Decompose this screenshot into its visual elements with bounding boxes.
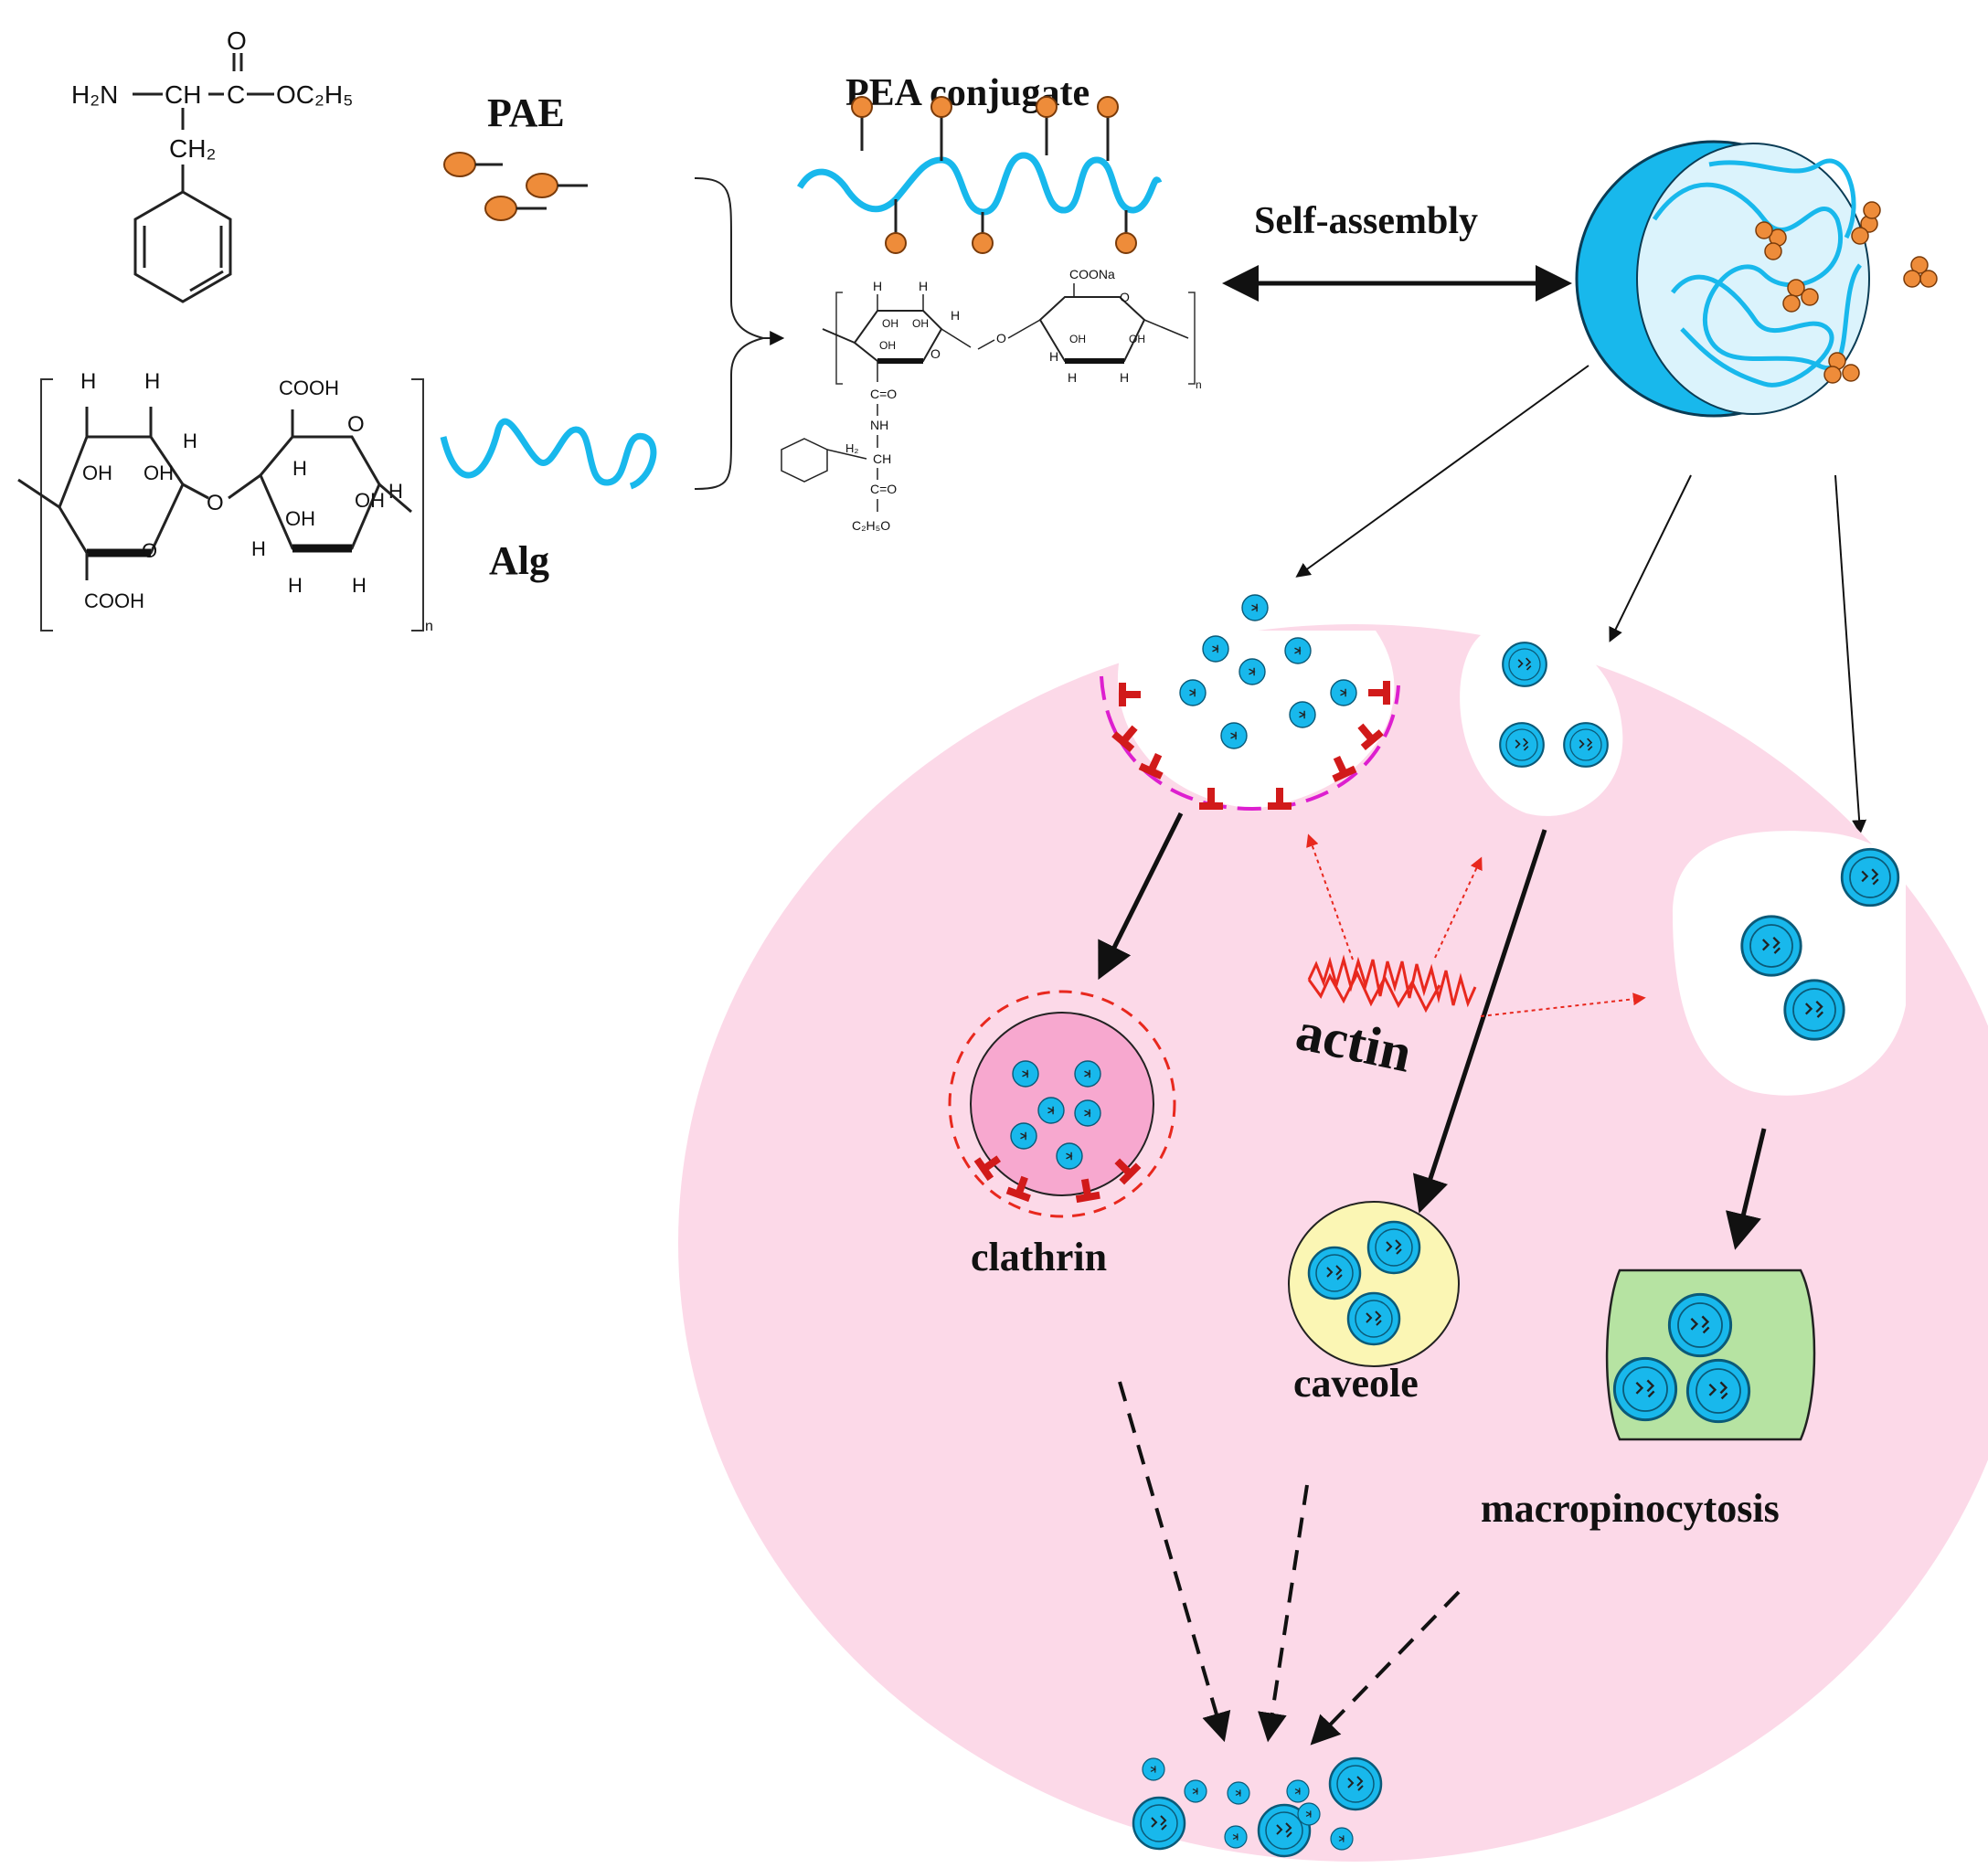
macropinocytosis-label: macropinocytosis bbox=[1481, 1486, 1780, 1531]
pae-molecule-icons bbox=[443, 152, 588, 221]
alg-cooh-label: COOH bbox=[84, 589, 144, 612]
bond bbox=[17, 478, 60, 509]
conj-h-label: H bbox=[1049, 349, 1058, 364]
micelle-nanoparticle bbox=[1575, 140, 1938, 418]
alg-structure: H H OH OH H O COOH O COOH O H OH OH H H … bbox=[17, 369, 433, 634]
alg-h-label: H bbox=[292, 457, 307, 480]
conj-h-label: H bbox=[873, 279, 882, 293]
pae-ester-label: OC₂H₅ bbox=[276, 80, 353, 109]
bracket-left bbox=[40, 378, 53, 632]
conj-co-label: C=O bbox=[870, 387, 897, 401]
pae-ch2-label: CH₂ bbox=[169, 134, 216, 163]
conj-o-label: O bbox=[996, 331, 1006, 345]
pea-conjugate-structure: H H OH OH OH O H O COONa O OH OH H H H n… bbox=[781, 267, 1202, 533]
caveole-label: caveole bbox=[1293, 1361, 1419, 1406]
alg-o-label: O bbox=[347, 412, 365, 437]
bond bbox=[189, 270, 224, 292]
conj-h2-label: H₂ bbox=[845, 441, 858, 455]
release-arrow bbox=[1258, 1484, 1309, 1743]
alg-o-label: O bbox=[207, 491, 224, 515]
bond bbox=[228, 473, 261, 500]
pathway-arrow bbox=[1834, 474, 1867, 835]
pae-label: PAE bbox=[487, 90, 565, 135]
pae-bead bbox=[526, 173, 558, 198]
pae-carbonyl-o-label: O bbox=[227, 27, 247, 55]
bond bbox=[378, 483, 412, 514]
conj-ch-label: CH bbox=[873, 451, 891, 466]
conj-h-label: H bbox=[951, 308, 960, 323]
actin-arrow bbox=[1480, 992, 1646, 1017]
pae-amine-label: H₂N bbox=[71, 80, 118, 109]
clathrin-coated-vesicle bbox=[948, 990, 1176, 1218]
conj-oh-label: OH bbox=[1069, 333, 1086, 345]
pae-bead bbox=[851, 96, 873, 118]
conj-h-label: H bbox=[1068, 370, 1077, 385]
actin-arrow bbox=[1434, 856, 1483, 959]
conj-oh-label: OH bbox=[879, 339, 896, 352]
alg-oh-label: OH bbox=[82, 462, 112, 484]
macropinocytosis-pit bbox=[1673, 831, 1906, 1096]
bracket-right bbox=[411, 378, 424, 632]
pae-bead bbox=[885, 232, 907, 254]
alg-label: Alg bbox=[489, 538, 549, 583]
release-arrow bbox=[1118, 1381, 1231, 1743]
alg-h-label: H bbox=[288, 574, 303, 597]
alg-oh-label: OH bbox=[144, 462, 174, 484]
conj-ester-label: C₂H₅O bbox=[852, 518, 890, 533]
caveole-arrow bbox=[1412, 829, 1547, 1214]
caveole-vesicle bbox=[1288, 1201, 1460, 1367]
bond bbox=[182, 483, 209, 500]
conj-oh-label: OH bbox=[912, 317, 929, 330]
pea-conjugate-chain-icon bbox=[796, 96, 1163, 254]
conj-n-label: n bbox=[1196, 378, 1202, 391]
pae-ch-label: CH bbox=[165, 80, 201, 109]
alg-h-label: H bbox=[251, 537, 266, 560]
pae-bead bbox=[930, 96, 952, 118]
benzene-ring bbox=[133, 190, 232, 303]
alg-oh-label: OH bbox=[285, 507, 315, 530]
alg-o-label: O bbox=[142, 539, 157, 562]
conj-coona-label: COONa bbox=[1069, 267, 1115, 281]
alg-h-label: H bbox=[144, 369, 160, 394]
caveole-pit bbox=[1460, 631, 1623, 816]
conj-h-label: H bbox=[1120, 370, 1129, 385]
conj-h-label: H bbox=[919, 279, 928, 293]
clathrin-pit bbox=[1100, 594, 1400, 812]
alginate-chain-icon bbox=[440, 418, 657, 490]
conj-oh-label: OH bbox=[882, 317, 898, 330]
pae-bead bbox=[1115, 232, 1137, 254]
clathrin-arrow bbox=[1098, 812, 1184, 981]
alg-oh-label: OH bbox=[355, 489, 385, 512]
conj-o-label: O bbox=[930, 346, 941, 361]
pae-bead bbox=[1036, 96, 1058, 118]
pae-carbonyl-c-label: C bbox=[227, 80, 245, 109]
actin-filament-icon bbox=[1307, 954, 1477, 1014]
benzene-ring bbox=[781, 438, 828, 483]
alg-cooh-label: COOH bbox=[279, 377, 339, 399]
pathway-arrow bbox=[1609, 474, 1692, 642]
pae-bead bbox=[443, 152, 476, 177]
macropinocytosis-arrow bbox=[1726, 1128, 1767, 1250]
self-assembly-label: Self-assembly bbox=[1254, 200, 1478, 242]
conj-nh-label: NH bbox=[870, 418, 888, 432]
alg-n-label: n bbox=[425, 619, 433, 634]
pathway-arrow bbox=[1295, 365, 1589, 578]
conj-o-label: O bbox=[1120, 290, 1130, 304]
conj-co-label: C=O bbox=[870, 482, 897, 496]
combine-brace bbox=[694, 177, 764, 490]
release-arrow bbox=[1310, 1590, 1461, 1746]
macropinosome bbox=[1605, 1268, 1816, 1441]
pae-structure: H₂N CH C O OC₂H₅ CH₂ bbox=[71, 27, 353, 303]
clathrin-label: clathrin bbox=[971, 1235, 1107, 1279]
pae-bead bbox=[1097, 96, 1119, 118]
pae-bead bbox=[484, 196, 517, 221]
alg-h-label: H bbox=[183, 430, 197, 452]
alg-h-label: H bbox=[352, 574, 367, 597]
conj-oh-label: OH bbox=[1129, 333, 1145, 345]
pae-bead bbox=[972, 232, 994, 254]
alg-h-label: H bbox=[80, 369, 96, 394]
alg-ring-1 bbox=[58, 435, 185, 555]
